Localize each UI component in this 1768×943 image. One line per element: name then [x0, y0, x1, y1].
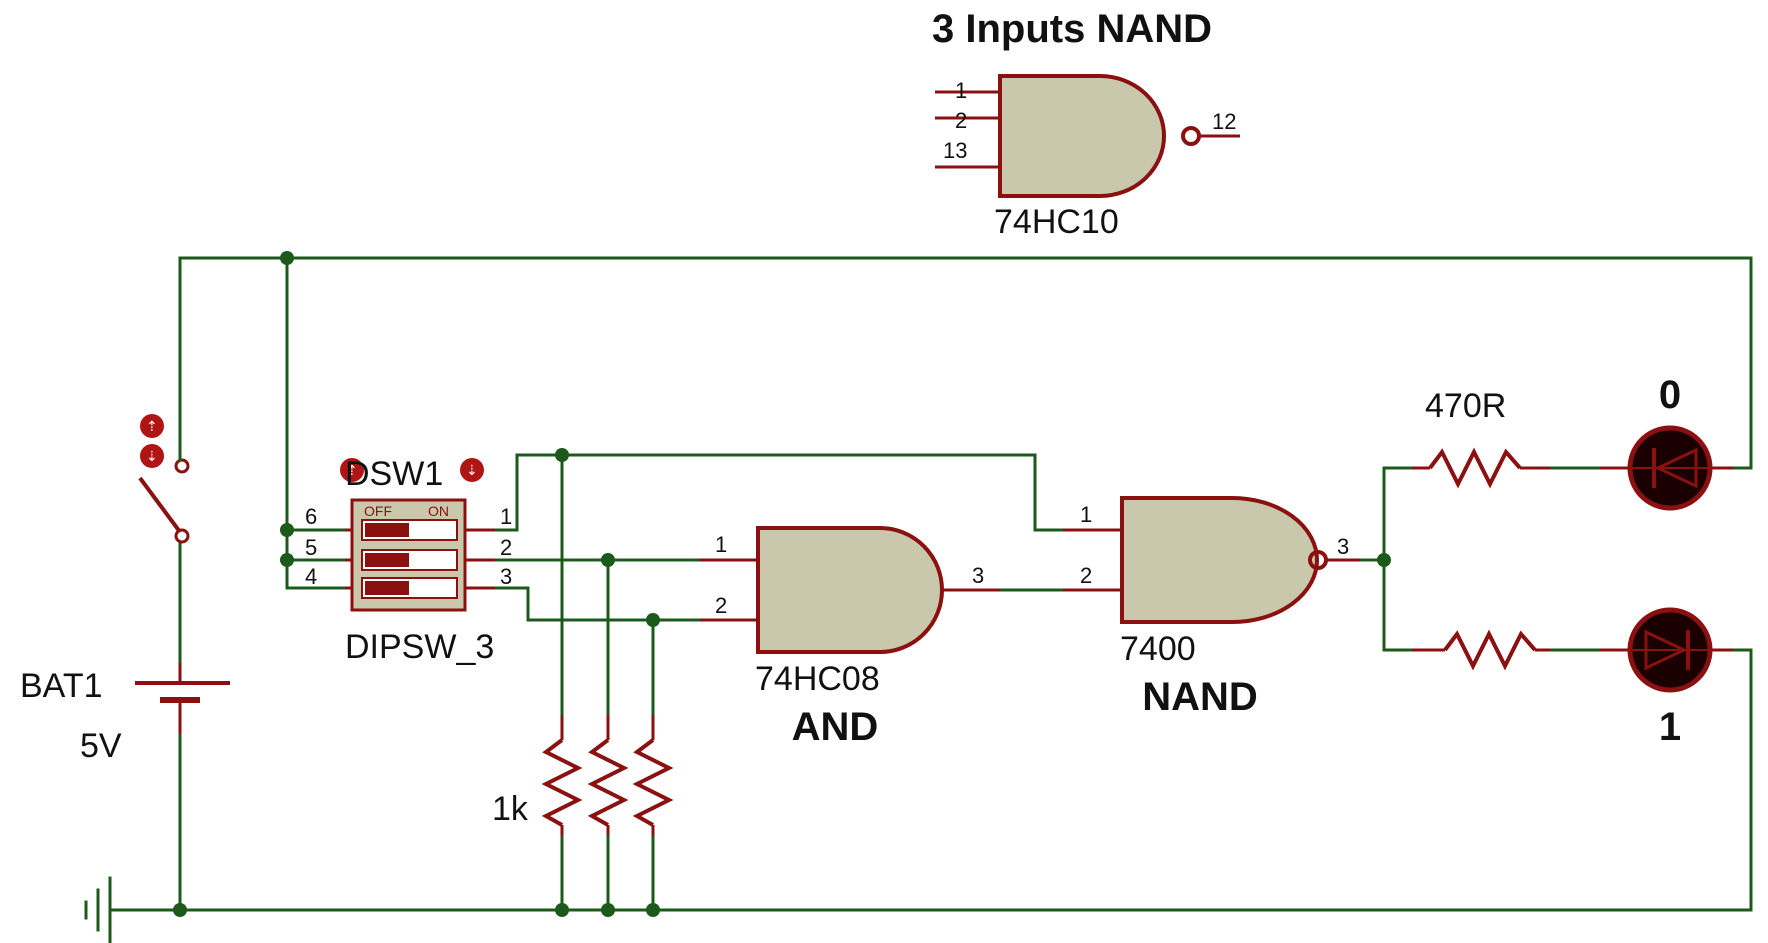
nand-gate — [1063, 496, 1360, 624]
power-switch[interactable]: ⇡ ⇣ — [138, 256, 190, 544]
dip-pin-1: 1 — [500, 504, 512, 529]
and-gate — [700, 526, 1000, 654]
nand3-part-label: 74HC10 — [994, 203, 1119, 241]
nand3-pin-13: 13 — [943, 138, 967, 163]
dip-on-label: ON — [428, 503, 449, 519]
dip-off-label: OFF — [364, 503, 392, 519]
ground-icon — [84, 876, 112, 943]
nand3-pin-12: 12 — [1212, 109, 1236, 134]
nand-pin-2: 2 — [1080, 563, 1092, 588]
pulldown-value: 1k — [492, 790, 529, 828]
dip-pin-3: 3 — [500, 564, 512, 589]
battery-ref: BAT1 — [20, 667, 103, 705]
led-top — [1600, 425, 1733, 511]
and-pin-1: 1 — [715, 532, 727, 557]
battery-symbol — [135, 663, 230, 733]
battery-value: 5V — [80, 727, 122, 765]
svg-text:⇡: ⇡ — [346, 462, 358, 478]
dip-pin-2: 2 — [500, 535, 512, 560]
svg-text:⇣: ⇣ — [146, 448, 158, 464]
led-bottom-label: 1 — [1659, 705, 1681, 749]
nand-name: NAND — [1142, 675, 1258, 719]
dip-switch[interactable]: ⇡ ⇣ — [340, 458, 495, 612]
led-resistors — [1412, 447, 1550, 671]
and-part: 74HC08 — [755, 660, 880, 698]
and-pin-3: 3 — [972, 563, 984, 588]
nand-part: 7400 — [1120, 630, 1196, 668]
dip-part: DIPSW_3 — [345, 628, 494, 666]
nand3-symbol — [935, 74, 1240, 198]
nand-pin-3: 3 — [1337, 534, 1349, 559]
junction-dots — [173, 251, 1391, 917]
svg-text:⇡: ⇡ — [146, 418, 158, 434]
led-top-label: 0 — [1659, 373, 1681, 417]
nand3-pin-2: 2 — [955, 108, 967, 133]
svg-text:⇣: ⇣ — [466, 462, 478, 478]
and-name: AND — [792, 705, 879, 749]
nand3-pin-1: 1 — [955, 78, 967, 103]
led-bottom — [1600, 607, 1733, 693]
resistor-470r-label: 470R — [1425, 387, 1506, 425]
title-3-inputs-nand: 3 Inputs NAND — [932, 7, 1212, 51]
dip-pin-5: 5 — [305, 535, 317, 560]
nand-pin-1: 1 — [1080, 502, 1092, 527]
dip-ref: DSW1 — [345, 455, 443, 493]
dip-pin-6: 6 — [305, 504, 317, 529]
and-pin-2: 2 — [715, 593, 727, 618]
dip-pin-4: 4 — [305, 564, 317, 589]
pulldown-resistors — [541, 715, 674, 835]
